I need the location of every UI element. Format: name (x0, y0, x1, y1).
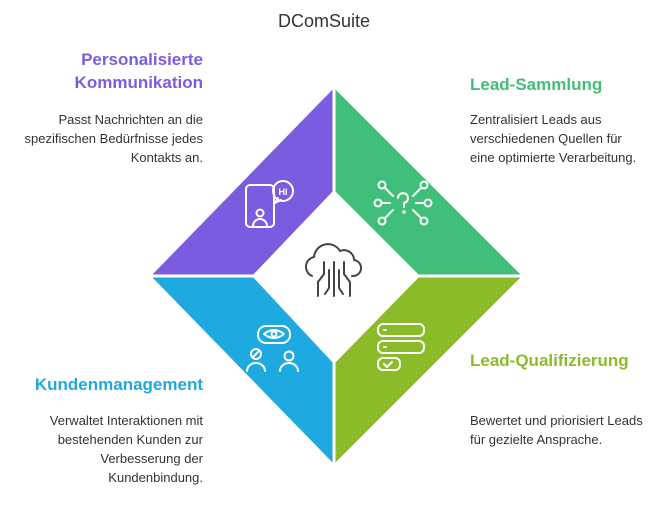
center-diamond (252, 192, 420, 362)
quadrant-bottom-right (334, 276, 522, 464)
people-eye-icon (246, 325, 299, 372)
description-personalisierte-kommunikation: Passt Nachrichten an die spezifischen Be… (24, 112, 204, 165)
svg-text:HI: HI (279, 187, 288, 197)
heading-kundenmanagement: Kundenmanagement (34, 375, 203, 394)
description-lead-sammlung: Zentralisiert Leads aus verschiedenen Qu… (470, 112, 637, 165)
chat-person-icon: HI (245, 180, 294, 228)
heading-personalisierte-kommunikation: Personalisierte Kommunikation (74, 50, 203, 92)
checklist-icon (377, 323, 425, 371)
heading-lead-sammlung: Lead-Sammlung (470, 75, 603, 94)
quadrant-top-right (334, 88, 522, 276)
cloud-circuit-icon (304, 243, 363, 297)
heading-lead-qualifizierung: Lead-Qualifizierung (470, 351, 629, 370)
diagram-title: DComSuite (277, 11, 371, 31)
network-question-icon (373, 180, 433, 226)
quadrant-bottom-left (151, 276, 334, 464)
description-kundenmanagement: Verwaltet Interaktionen mit bestehenden … (49, 413, 203, 485)
quadrant-top-left (151, 88, 334, 276)
description-lead-qualifizierung: Bewertet und priorisiert Leads für gezie… (470, 413, 643, 447)
